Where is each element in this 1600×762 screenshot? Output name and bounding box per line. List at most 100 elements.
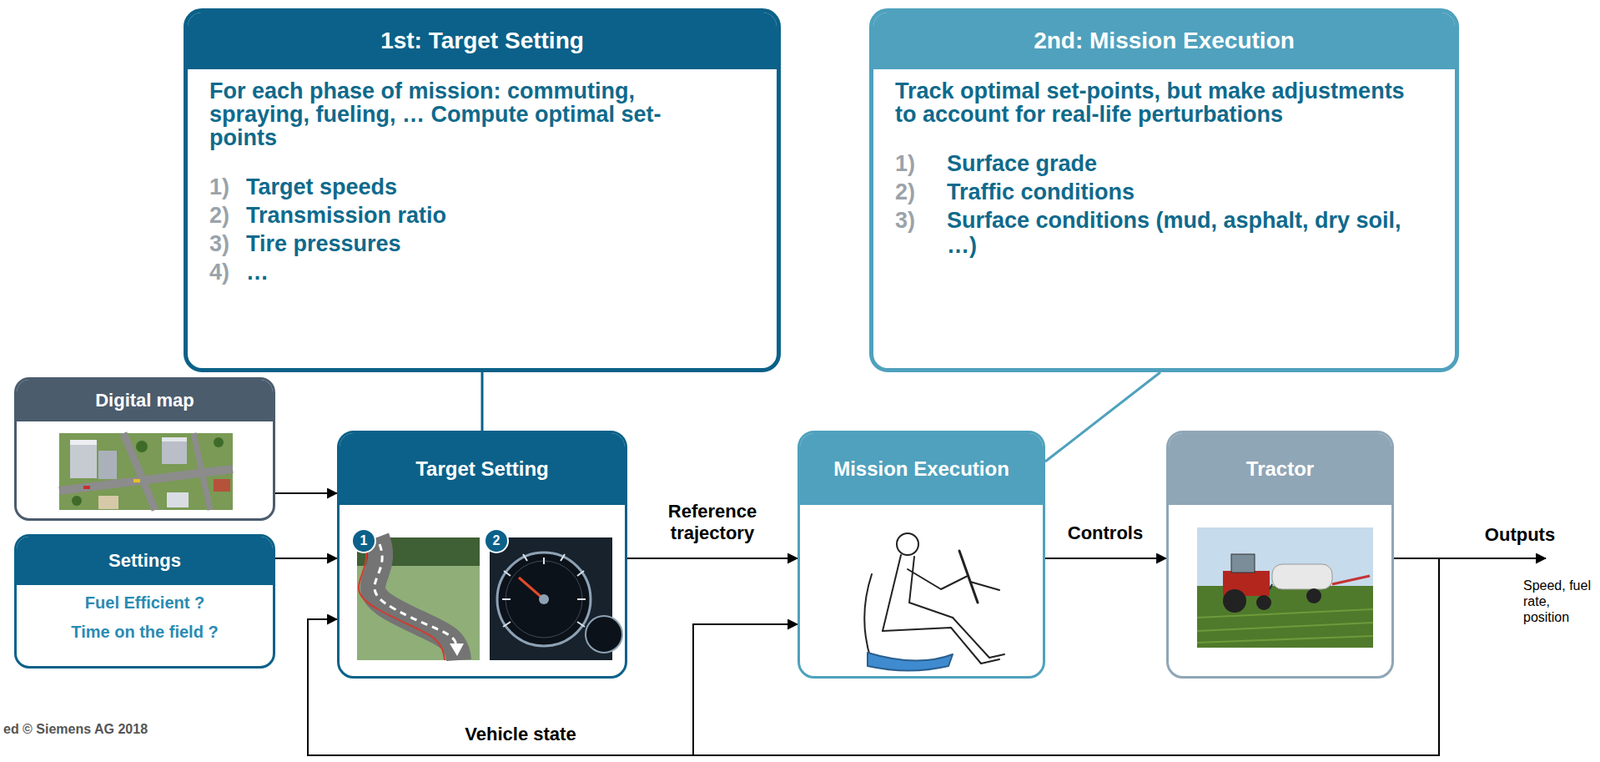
header-band: Mission Execution xyxy=(800,432,1043,505)
tractor-photo xyxy=(1197,622,1374,631)
callout-text: For each phase of mission: commuting, sp… xyxy=(187,69,685,150)
list-item: Transmission ratio xyxy=(246,202,747,228)
copyright-note: ed © Siemens AG 2018 xyxy=(3,720,271,737)
tractor-photo xyxy=(1272,563,1333,589)
driver-figure xyxy=(952,617,1005,658)
header-band: Tractor xyxy=(1168,432,1392,505)
box-title: Tractor xyxy=(1246,457,1314,481)
map-picture xyxy=(70,439,97,478)
driver-figure xyxy=(864,533,1005,671)
map-picture xyxy=(161,437,187,442)
bullet-list: 1)Target speeds2)Transmission ratio 3)Tir… xyxy=(187,174,777,285)
header-band: Settings xyxy=(16,536,273,585)
list-number: 2) xyxy=(895,179,947,205)
callout-number: 2 xyxy=(483,528,509,554)
list-number: 2) xyxy=(209,202,247,228)
list-number: 3) xyxy=(895,207,947,233)
option-list: Fuel Efficient ?Time on the field ? xyxy=(16,584,273,647)
option-text: Fuel Efficient ? xyxy=(16,588,273,618)
list-row: 4)… xyxy=(209,259,777,285)
edge-label: Reference trajectory xyxy=(658,500,767,544)
header-band: Target Setting xyxy=(339,432,625,505)
edge-label: Vehicle state xyxy=(453,723,588,745)
option-list xyxy=(800,504,1043,509)
box-title: Target Setting xyxy=(415,457,549,481)
map-picture xyxy=(213,437,224,448)
speedometer-picture xyxy=(585,615,623,653)
list-row: 2)Transmission ratio xyxy=(209,202,777,228)
map-picture xyxy=(83,485,91,489)
speedometer-picture xyxy=(523,553,528,561)
list-number: 1) xyxy=(895,150,947,177)
tractor-photo xyxy=(1197,608,1374,618)
header-band: 2nd: Mission Execution xyxy=(873,12,1455,70)
list-row: 3)Surface conditions (mud, asphalt, dry … xyxy=(895,207,1455,258)
list-number: 4) xyxy=(209,259,247,285)
tractor-photo xyxy=(1269,583,1273,589)
road-picture xyxy=(372,537,459,660)
road-picture xyxy=(357,537,480,660)
speedometer-picture xyxy=(502,598,511,600)
edge-label: Controls xyxy=(1055,522,1156,544)
output-label: Outputs xyxy=(1478,523,1562,546)
speedometer-picture xyxy=(489,537,623,660)
process-box: Mission Execution xyxy=(797,430,1046,679)
bullet-list: 1)Surface grade2)Traffic conditions3)Sur… xyxy=(873,150,1455,258)
header-band: Digital map xyxy=(16,379,273,422)
speedometer-picture xyxy=(503,621,511,627)
callout-number-text: 2 xyxy=(485,529,508,552)
speedometer-picture xyxy=(577,598,586,600)
tractor-photo xyxy=(1332,575,1370,584)
tractor-photo xyxy=(1197,635,1374,643)
speedometer-picture xyxy=(502,553,586,627)
list-row: 1)Surface grade xyxy=(895,150,1455,177)
map-picture xyxy=(193,432,211,510)
list-item: Surface grade xyxy=(946,150,1419,177)
connector xyxy=(481,372,484,431)
list-row: 1)Target speeds xyxy=(209,174,777,200)
list-row: 3)Tire pressures xyxy=(209,231,777,257)
connector xyxy=(1045,557,1167,559)
callout-panel: 2nd: Mission ExecutionTrack optimal set-… xyxy=(869,8,1460,373)
driver-figure xyxy=(864,573,872,660)
map-picture xyxy=(59,432,233,510)
tractor-photo xyxy=(1222,588,1247,613)
list-item: Surface conditions (mud, asphalt, dry so… xyxy=(946,207,1419,258)
process-box: Target Setting 1 2 xyxy=(337,430,628,679)
map-picture xyxy=(71,495,82,506)
tractor-photo xyxy=(1197,608,1374,643)
map-picture xyxy=(98,495,119,509)
list-number: 3) xyxy=(209,231,247,257)
tractor-photo xyxy=(1231,553,1255,573)
header-band: 1st: Target Setting xyxy=(187,12,777,70)
option-list xyxy=(1168,504,1392,509)
road-picture xyxy=(358,537,445,660)
road-picture xyxy=(374,543,457,645)
list-item: … xyxy=(246,259,747,285)
input-box: Digital map xyxy=(14,377,276,521)
tractor-photo xyxy=(1256,594,1272,610)
option-list xyxy=(339,504,625,509)
driver-figure xyxy=(882,554,901,631)
callout-text: Track optimal set-points, but make adjus… xyxy=(873,69,1417,126)
input-box: SettingsFuel Efficient ?Time on the fiel… xyxy=(14,533,276,669)
connector xyxy=(275,492,338,494)
map-picture xyxy=(70,439,97,445)
speedometer-picture xyxy=(577,621,585,627)
tractor-photo xyxy=(1197,527,1374,648)
list-number: 1) xyxy=(209,174,247,200)
speedometer-picture xyxy=(560,553,565,561)
output-signals: Speed, fuel rate, position xyxy=(1523,577,1597,625)
option-text: Time on the field ? xyxy=(16,617,273,647)
map-picture xyxy=(166,492,189,508)
speedometer-picture xyxy=(503,570,511,576)
map-picture xyxy=(59,432,233,510)
box-title: Settings xyxy=(108,549,182,572)
speedometer-picture xyxy=(577,570,584,576)
box-title: Digital map xyxy=(95,389,195,412)
driver-figure xyxy=(896,533,919,555)
callout-number-text: 1 xyxy=(352,529,375,552)
option-list xyxy=(16,421,273,425)
driver-figure xyxy=(867,652,953,671)
driver-figure xyxy=(907,568,968,589)
